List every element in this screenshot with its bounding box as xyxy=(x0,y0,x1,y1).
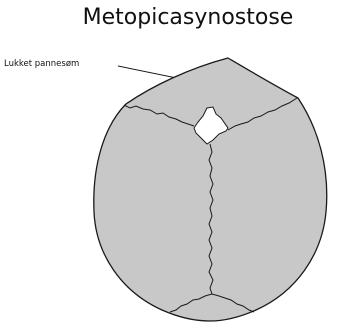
skull-outline xyxy=(94,58,327,321)
